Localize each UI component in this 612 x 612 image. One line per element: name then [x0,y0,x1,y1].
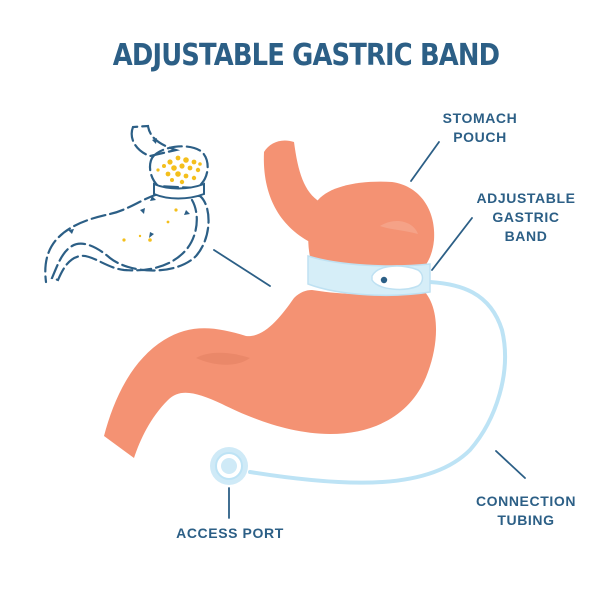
label-connection-tubing-line1: CONNECTION [475,493,577,509]
label-gastric-band-line1: ADJUSTABLE [476,190,576,206]
label-access-port: ACCESS PORT [176,525,284,541]
leader-lines [213,141,526,519]
stomach-shadow [196,352,250,365]
sketch-arrows [68,138,190,238]
main-stomach [104,140,437,458]
label-gastric-band-line2: GASTRIC [492,209,560,225]
label-stomach-pouch-line1: STOMACH [442,110,518,126]
leader-gastric-band [431,217,473,271]
diagram-title: ADJUSTABLE GASTRIC BAND [112,38,500,73]
label-connection-tubing-line2: TUBING [497,512,555,528]
label-connection-tubing: CONNECTION TUBING [456,492,596,530]
sketch-esophagus-outline [130,124,181,158]
label-stomach-pouch: STOMACH POUCH [428,109,532,147]
label-gastric-band-line3: BAND [504,228,548,244]
label-gastric-band: ADJUSTABLE GASTRIC BAND [466,189,586,246]
leader-stomach-pouch [410,141,440,182]
stomach-pouch [308,181,435,282]
leader-connection-tubing [495,450,526,479]
sketch-food-particles [122,155,202,242]
connection-tubing [248,280,507,485]
sketch-body-outline [50,192,210,282]
leader-inset [213,249,271,287]
stomach-highlight [380,220,418,234]
esophagus [263,140,320,242]
band-buckle [371,265,424,291]
sketch-lower-outline [44,192,160,284]
gastric-band-device [307,254,431,297]
access-port-device [210,447,248,485]
sketch-pouch-outline [148,145,209,190]
port-inner [221,458,237,474]
sketch-band [153,182,205,200]
stomach-sketch-inset [44,124,210,284]
band-buckle-dot [380,276,388,284]
label-stomach-pouch-line2: POUCH [453,129,507,145]
stomach-body [104,286,437,458]
